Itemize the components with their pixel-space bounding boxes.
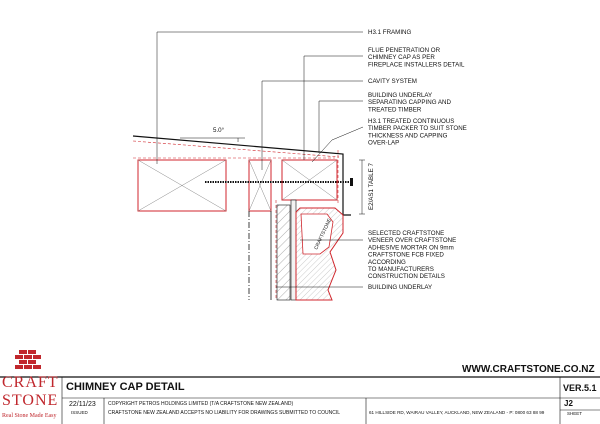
label-line: VENEER OVER CRAFTSTONE bbox=[368, 237, 456, 244]
label-line: CRAFTSTONE FCB FIXED bbox=[368, 252, 444, 259]
timber-packer bbox=[281, 159, 338, 201]
stone-piece-outline bbox=[300, 213, 334, 255]
label-line: FLUE PENETRATION OR bbox=[368, 47, 441, 54]
label-line: ACCORDING bbox=[368, 259, 406, 266]
leader-framing bbox=[156, 31, 363, 164]
leader-underlay-sep bbox=[318, 100, 363, 153]
cavity-batten bbox=[276, 204, 291, 301]
liability-text: CRAFTSTONE NEW ZEALAND ACCEPTS NO LIABIL… bbox=[108, 410, 340, 416]
label-line: H3.1 FRAMING bbox=[368, 29, 412, 36]
label-line: FIREPLACE INSTALLERS DETAIL bbox=[368, 61, 465, 68]
label-line: OVER-LAP bbox=[368, 140, 399, 147]
label-line: TIMBER PACKER TO SUIT STONE bbox=[368, 125, 467, 132]
logo-tagline: Real Stone Made Easy bbox=[2, 413, 57, 419]
label-line: CHIMNEY CAP AS PER bbox=[368, 54, 435, 61]
leader-flue bbox=[303, 55, 363, 160]
label-line: THICKNESS AND CAPPING bbox=[368, 132, 448, 139]
label-line: H3.1 TREATED CONTINUOUS bbox=[368, 118, 454, 125]
label-h31-framing: H3.1 FRAMING bbox=[368, 29, 412, 36]
label-line: ADHESIVE MORTAR ON 9mm bbox=[368, 244, 454, 251]
label-line: BUILDING UNDERLAY bbox=[368, 284, 432, 291]
label-line: BUILDING UNDERLAY bbox=[368, 92, 432, 99]
cap-underlay-dashed bbox=[132, 140, 340, 158]
timber-cross-f bbox=[281, 159, 338, 201]
drawing-title: CHIMNEY CAP DETAIL bbox=[66, 381, 185, 393]
e2as1-label: E2/AS1 TABLE 7 bbox=[368, 163, 375, 210]
brick-logo-icon bbox=[15, 350, 41, 369]
label-underlay-bottom: BUILDING UNDERLAY bbox=[368, 284, 432, 291]
timber-cross-d bbox=[248, 159, 272, 212]
logo-craft: CRAFT bbox=[2, 374, 59, 391]
issued-label: ISSUED bbox=[71, 410, 88, 415]
sheet-label: SHEET bbox=[567, 411, 583, 416]
sheet-number: J2 bbox=[564, 399, 573, 408]
leader-cavity bbox=[261, 80, 363, 170]
label-cavity: CAVITY SYSTEM bbox=[368, 78, 417, 85]
leader-packer bbox=[311, 126, 364, 163]
chimney-cap-flashing bbox=[132, 135, 351, 216]
label-line: TREATED TIMBER bbox=[368, 106, 422, 113]
address-text: 61 HILLSIDE RD, WAIRAU VALLEY, AUCKLAND,… bbox=[369, 410, 545, 415]
slope-label: 5.0° bbox=[213, 127, 225, 134]
timber-cross-b bbox=[137, 159, 227, 212]
version-label: VER.5.1 bbox=[563, 383, 597, 393]
label-line: CONSTRUCTION DETAILS bbox=[368, 273, 445, 280]
label-line: CAVITY SYSTEM bbox=[368, 78, 417, 85]
framing-timber-left bbox=[137, 159, 227, 212]
website-url[interactable]: WWW.CRAFTSTONE.CO.NZ bbox=[462, 364, 595, 375]
copyright-text: COPYRIGHT PETROS HOLDINGS LIMITED (T/A C… bbox=[108, 401, 294, 407]
screw-head bbox=[350, 178, 353, 186]
label-line: SELECTED CRAFTSTONE bbox=[368, 230, 444, 237]
issue-date: 22/11/23 bbox=[69, 401, 96, 408]
label-line: TO MANUFACTURERS bbox=[368, 266, 434, 273]
fcb-board bbox=[290, 199, 297, 301]
logo-stone: STONE bbox=[2, 392, 59, 409]
label-line: SEPARATING CAPPING AND bbox=[368, 99, 452, 106]
framing-timber-middle bbox=[248, 159, 272, 212]
